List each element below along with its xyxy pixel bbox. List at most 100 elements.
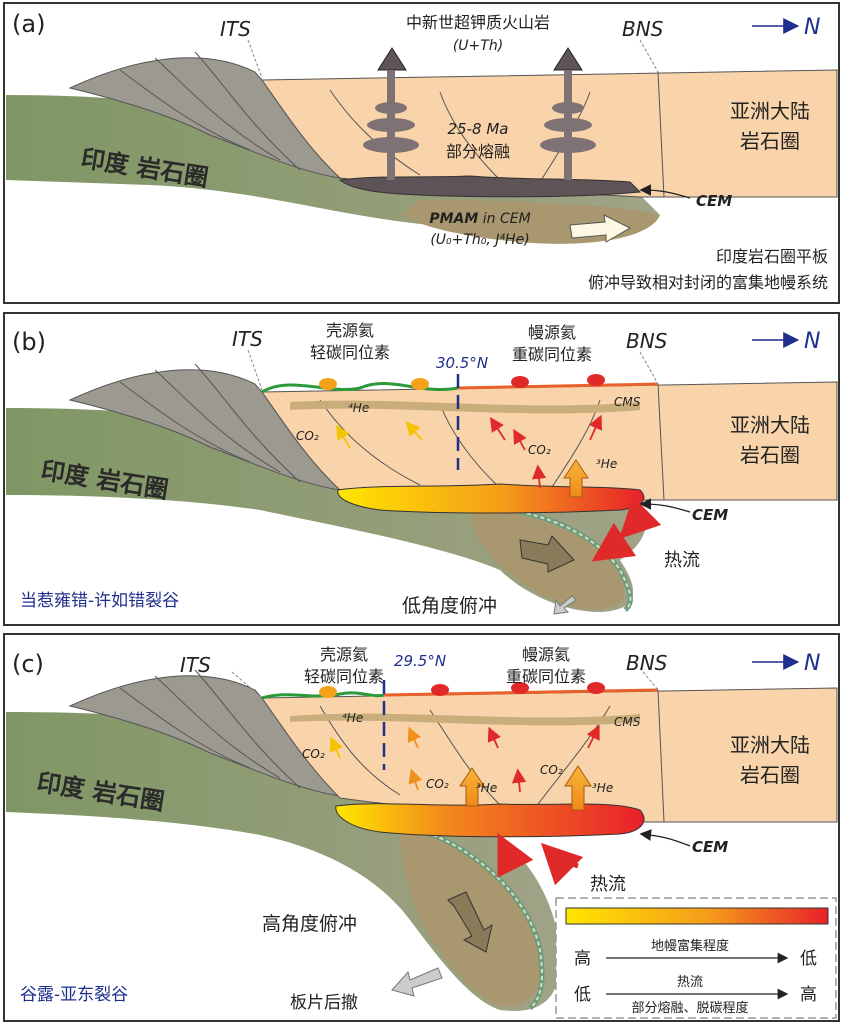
panel-b-cem-layer (337, 483, 645, 514)
panel-b-asia-line2: 岩石圈 (740, 443, 800, 467)
panel-b-slab-dip-arrow-icon (553, 595, 577, 615)
co2-arrow-icon (513, 428, 527, 451)
panel-a-tag: (a) (12, 10, 45, 38)
panel-c-north-label: N (804, 651, 820, 676)
panel-c-rollback-arrow-icon (391, 967, 443, 997)
legend-box: 高 地幔富集程度 低 低 热流 部分熔融、脱碳程度 高 (555, 897, 837, 1019)
panel-c-asia-line2: 岩石圈 (740, 763, 800, 787)
panel-a-volcanic-title: 中新世超钾质火山岩 (406, 13, 550, 32)
magma-conduit-left-icon (363, 70, 419, 180)
crust-gas-blob-icon (319, 686, 337, 698)
panel-a-pmam-formula: (U₀+Th₀, J⁴He) (430, 232, 529, 248)
co2-arrow-icon (586, 724, 600, 749)
legend-row2-label-1: 热流 (677, 975, 703, 990)
panel-b-he3-label: ³He (596, 457, 617, 471)
panel-a-asia-line2: 岩石圈 (740, 129, 800, 153)
mantle-gas-blob-icon (587, 682, 605, 694)
panel-c-subduction-label: 高角度俯冲 (262, 913, 357, 935)
panel-a-cem-label: CEM (696, 192, 732, 210)
legend-row2-label-2: 部分熔融、脱碳程度 (631, 1000, 748, 1016)
panel-c-cem-layer (335, 803, 645, 838)
panel-b-tag: (b) (12, 328, 46, 356)
panel-b-asia-crust (261, 381, 838, 501)
panel-c-rift-label: 谷露-亚东裂谷 (20, 985, 128, 1005)
panel-a-north-label: N (804, 15, 820, 40)
panel-b-upwelling-arrow-icon (563, 459, 589, 498)
panel-a-melt-age: 25-8 Ma (448, 120, 509, 138)
mantle-gas-blob-icon (511, 376, 529, 388)
heat-flow-arrow-icon (591, 522, 637, 562)
legend-row2-left: 低 (574, 985, 591, 1005)
panel-b-heat-label: 热流 (664, 550, 700, 571)
legend-row1-right: 低 (800, 949, 817, 969)
panel-a-caption-line1: 印度岩石圈平板 (716, 247, 828, 266)
panel-b-cem-label: CEM (692, 506, 728, 524)
heat-flow-arrow-icon (540, 842, 584, 886)
panel-a-subduction-arrow-icon (569, 214, 632, 243)
panel-a-asia-line1: 亚洲大陆 (730, 99, 810, 123)
panel-c-asia-line1: 亚洲大陆 (730, 733, 810, 757)
panel-c-he3-a: ³He (476, 781, 497, 795)
panel-c-mantle-line1: 幔源氦 (522, 645, 570, 664)
co2-arrow-icon (490, 416, 506, 441)
panel-a-volcanic-sub: (U+Th) (453, 38, 503, 54)
panel-c-crust-surface (261, 691, 385, 700)
panel-c: 高 地幔富集程度 低 低 热流 部分熔融、脱碳程度 高 (c) ITS BNS … (3, 633, 840, 1022)
mantle-gas-blob-icon (511, 682, 529, 694)
panel-b-its-label: ITS (232, 327, 263, 351)
co2-arrow-icon (336, 424, 351, 449)
panel-c-upwelling-arrow-left-icon (459, 767, 485, 807)
legend-row1-left: 高 (574, 949, 591, 969)
panel-b-subduction-arrow-icon (519, 535, 575, 573)
panel-b-asia-line1: 亚洲大陆 (730, 413, 810, 437)
panel-c-cms-band (290, 713, 640, 726)
panel-c-he4-label: ⁴He (342, 711, 363, 725)
panel-c-its-label: ITS (180, 653, 211, 677)
legend-row2-right: 高 (800, 985, 817, 1005)
panel-c-cms-label: CMS (614, 715, 641, 729)
panel-a: (a) ITS BNS N 中新世超钾质火山岩 (U+Th) 25-8 Ma 部… (3, 2, 840, 304)
panel-a-caption-line2: 俯冲导致相对封闭的富集地幔系统 (588, 273, 828, 292)
panel-c-bns-label: BNS (626, 651, 668, 675)
panel-b-rift-label: 当惹雍错-许如错裂谷 (20, 591, 179, 611)
panel-b-cms-band (290, 400, 640, 414)
panel-c-heat-label: 热流 (590, 874, 626, 895)
panel-c-mantle-line2: 重碳同位素 (506, 667, 586, 686)
panel-c-india-plate (6, 712, 560, 1011)
panel-c-rollback-label: 板片后撤 (290, 993, 358, 1013)
panel-c-co2-b: CO₂ (426, 777, 449, 791)
panel-b-subduction-label: 低角度俯冲 (402, 595, 497, 617)
panel-c-tag: (c) (12, 650, 44, 678)
panel-b-co2-b: CO₂ (528, 443, 551, 457)
panel-b-cms-label: CMS (614, 395, 641, 409)
panel-b-bns-label: BNS (626, 329, 668, 353)
co2-arrow-icon (408, 768, 423, 791)
panel-c-he3-b: ³He (592, 781, 613, 795)
legend-row1-label: 地幔富集程度 (651, 938, 729, 954)
panel-c-subduction-arrow-icon (447, 891, 493, 953)
co2-arrow-icon (329, 736, 343, 759)
panel-a-melt-label: 部分熔融 (446, 142, 510, 161)
co2-arrow-icon (407, 726, 421, 749)
co2-arrow-icon (405, 421, 423, 441)
co2-arrow-icon (511, 768, 527, 793)
panel-a-bns-label: BNS (622, 17, 664, 41)
co2-arrow-icon (531, 464, 547, 489)
panel-b-mantle-line1: 幔源氦 (528, 323, 576, 342)
panel-b-crust-line1: 壳源氦 (326, 321, 374, 340)
panel-b: (b) ITS BNS N 壳源氦 轻碳同位素 幔源氦 重碳同位素 30.5°N… (3, 312, 840, 626)
panel-c-latitude-label: 29.5°N (394, 652, 446, 670)
panel-c-co2-c: CO₂ (540, 763, 563, 777)
panel-c-crust-line2: 轻碳同位素 (304, 667, 384, 686)
panel-b-crust-line2: 轻碳同位素 (310, 343, 390, 362)
co2-arrow-icon (588, 414, 603, 441)
magma-conduit-right-icon (540, 70, 596, 180)
panel-b-north-label: N (804, 329, 820, 354)
panel-a-its-label: ITS (220, 17, 251, 41)
panel-b-india-plate (6, 408, 646, 612)
panel-b-mantle-surface (457, 382, 659, 390)
crust-gas-blob-icon (319, 378, 337, 390)
crust-gas-blob-icon (411, 378, 429, 390)
panel-b-he4-label: ⁴He (348, 401, 369, 415)
